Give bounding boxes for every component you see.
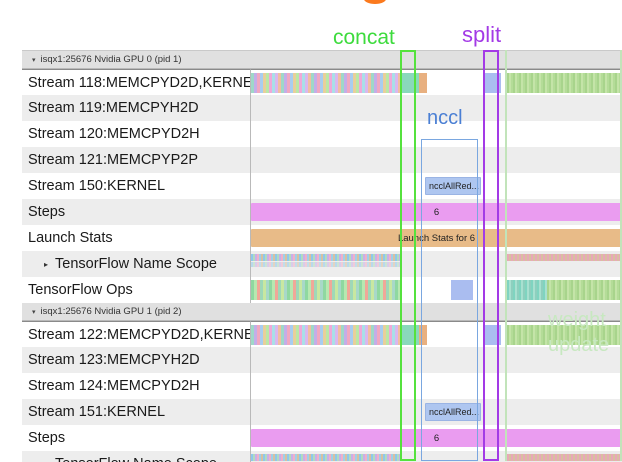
- annotation-box-split: [483, 50, 499, 461]
- annotation-label-weight-update: weight update: [548, 308, 622, 358]
- trace-row-label[interactable]: ▸TensorFlow Name Scope: [22, 451, 250, 462]
- trace-row-label[interactable]: Launch Stats: [22, 225, 250, 251]
- trace-block-orange[interactable]: [419, 73, 427, 93]
- trace-row-label-text: Steps: [28, 430, 65, 446]
- trace-row-label[interactable]: Stream 121:MEMCPYP2P: [22, 147, 250, 173]
- trace-row-label[interactable]: Stream 118:MEMCPYD2D,KERNEL,ME: [22, 69, 250, 95]
- trace-group-title: isqx1:25676 Nvidia GPU 1 (pid 2): [41, 306, 182, 317]
- trace-row-label-text: Stream 118:MEMCPYD2D,KERNEL,ME: [28, 75, 250, 91]
- trace-row-label-text: TensorFlow Name Scope: [55, 256, 217, 272]
- trace-row-label-text: Stream 151:KERNEL: [28, 404, 165, 420]
- trace-row-label-text: Stream 150:KERNEL: [28, 178, 165, 194]
- trace-group-title: isqx1:25676 Nvidia GPU 0 (pid 1): [41, 54, 182, 65]
- trace-row-label[interactable]: Stream 119:MEMCPYH2D: [22, 95, 250, 121]
- trace-row-label[interactable]: Stream 123:MEMCPYH2D: [22, 347, 250, 373]
- trace-blocks-name-scope[interactable]: [251, 254, 401, 261]
- trace-row-label[interactable]: Stream 151:KERNEL: [22, 399, 250, 425]
- chevron-down-icon[interactable]: ▾: [32, 56, 36, 64]
- trace-row-label[interactable]: Stream 120:MEMCPYD2H: [22, 121, 250, 147]
- chevron-right-icon[interactable]: ▸: [44, 260, 48, 269]
- annotation-box-concat: [400, 50, 416, 461]
- trace-row-label[interactable]: Steps: [22, 199, 250, 225]
- trace-row-label-text: Stream 122:MEMCPYD2D,KERNEL,MI: [28, 327, 250, 343]
- trace-row-label[interactable]: Stream 122:MEMCPYD2D,KERNEL,MI: [22, 321, 250, 347]
- trace-row-label[interactable]: Stream 124:MEMCPYD2H: [22, 373, 250, 399]
- trace-row-label-text: Stream 124:MEMCPYD2H: [28, 378, 200, 394]
- trace-row-label[interactable]: Steps: [22, 425, 250, 451]
- annotation-label-concat: concat: [333, 26, 395, 50]
- trace-row-label-text: TensorFlow Ops: [28, 282, 133, 298]
- trace-row-label[interactable]: TensorFlow Ops: [22, 277, 250, 303]
- annotation-label-nccl: nccl: [427, 107, 463, 130]
- trace-blocks-dense[interactable]: [251, 325, 419, 345]
- trace-blocks-ops[interactable]: [251, 280, 401, 300]
- trace-blocks-name-scope-sub[interactable]: [251, 262, 401, 267]
- trace-blocks-name-scope[interactable]: [251, 454, 401, 461]
- annotation-box-nccl: [421, 139, 478, 461]
- chevron-down-icon[interactable]: ▾: [32, 308, 36, 316]
- trace-row-label-text: Steps: [28, 204, 65, 220]
- trace-row-label[interactable]: Stream 150:KERNEL: [22, 173, 250, 199]
- orange-marker-blob: [364, 0, 386, 4]
- trace-row-label-text: Stream 120:MEMCPYD2H: [28, 126, 200, 142]
- annotation-label-split: split: [462, 22, 501, 48]
- trace-row-label-text: Stream 123:MEMCPYH2D: [28, 352, 200, 368]
- trace-row-label[interactable]: ▸ TensorFlow Name Scope: [22, 251, 250, 277]
- trace-blocks-dense[interactable]: [251, 73, 419, 93]
- trace-row-label-text: TensorFlow Name Scope: [55, 456, 217, 462]
- trace-row-label-text: Stream 119:MEMCPYH2D: [28, 100, 199, 116]
- trace-row-label-text: Launch Stats: [28, 230, 113, 246]
- trace-row-label-text: Stream 121:MEMCPYP2P: [28, 152, 198, 168]
- annotation-band-weight-update: [505, 50, 622, 461]
